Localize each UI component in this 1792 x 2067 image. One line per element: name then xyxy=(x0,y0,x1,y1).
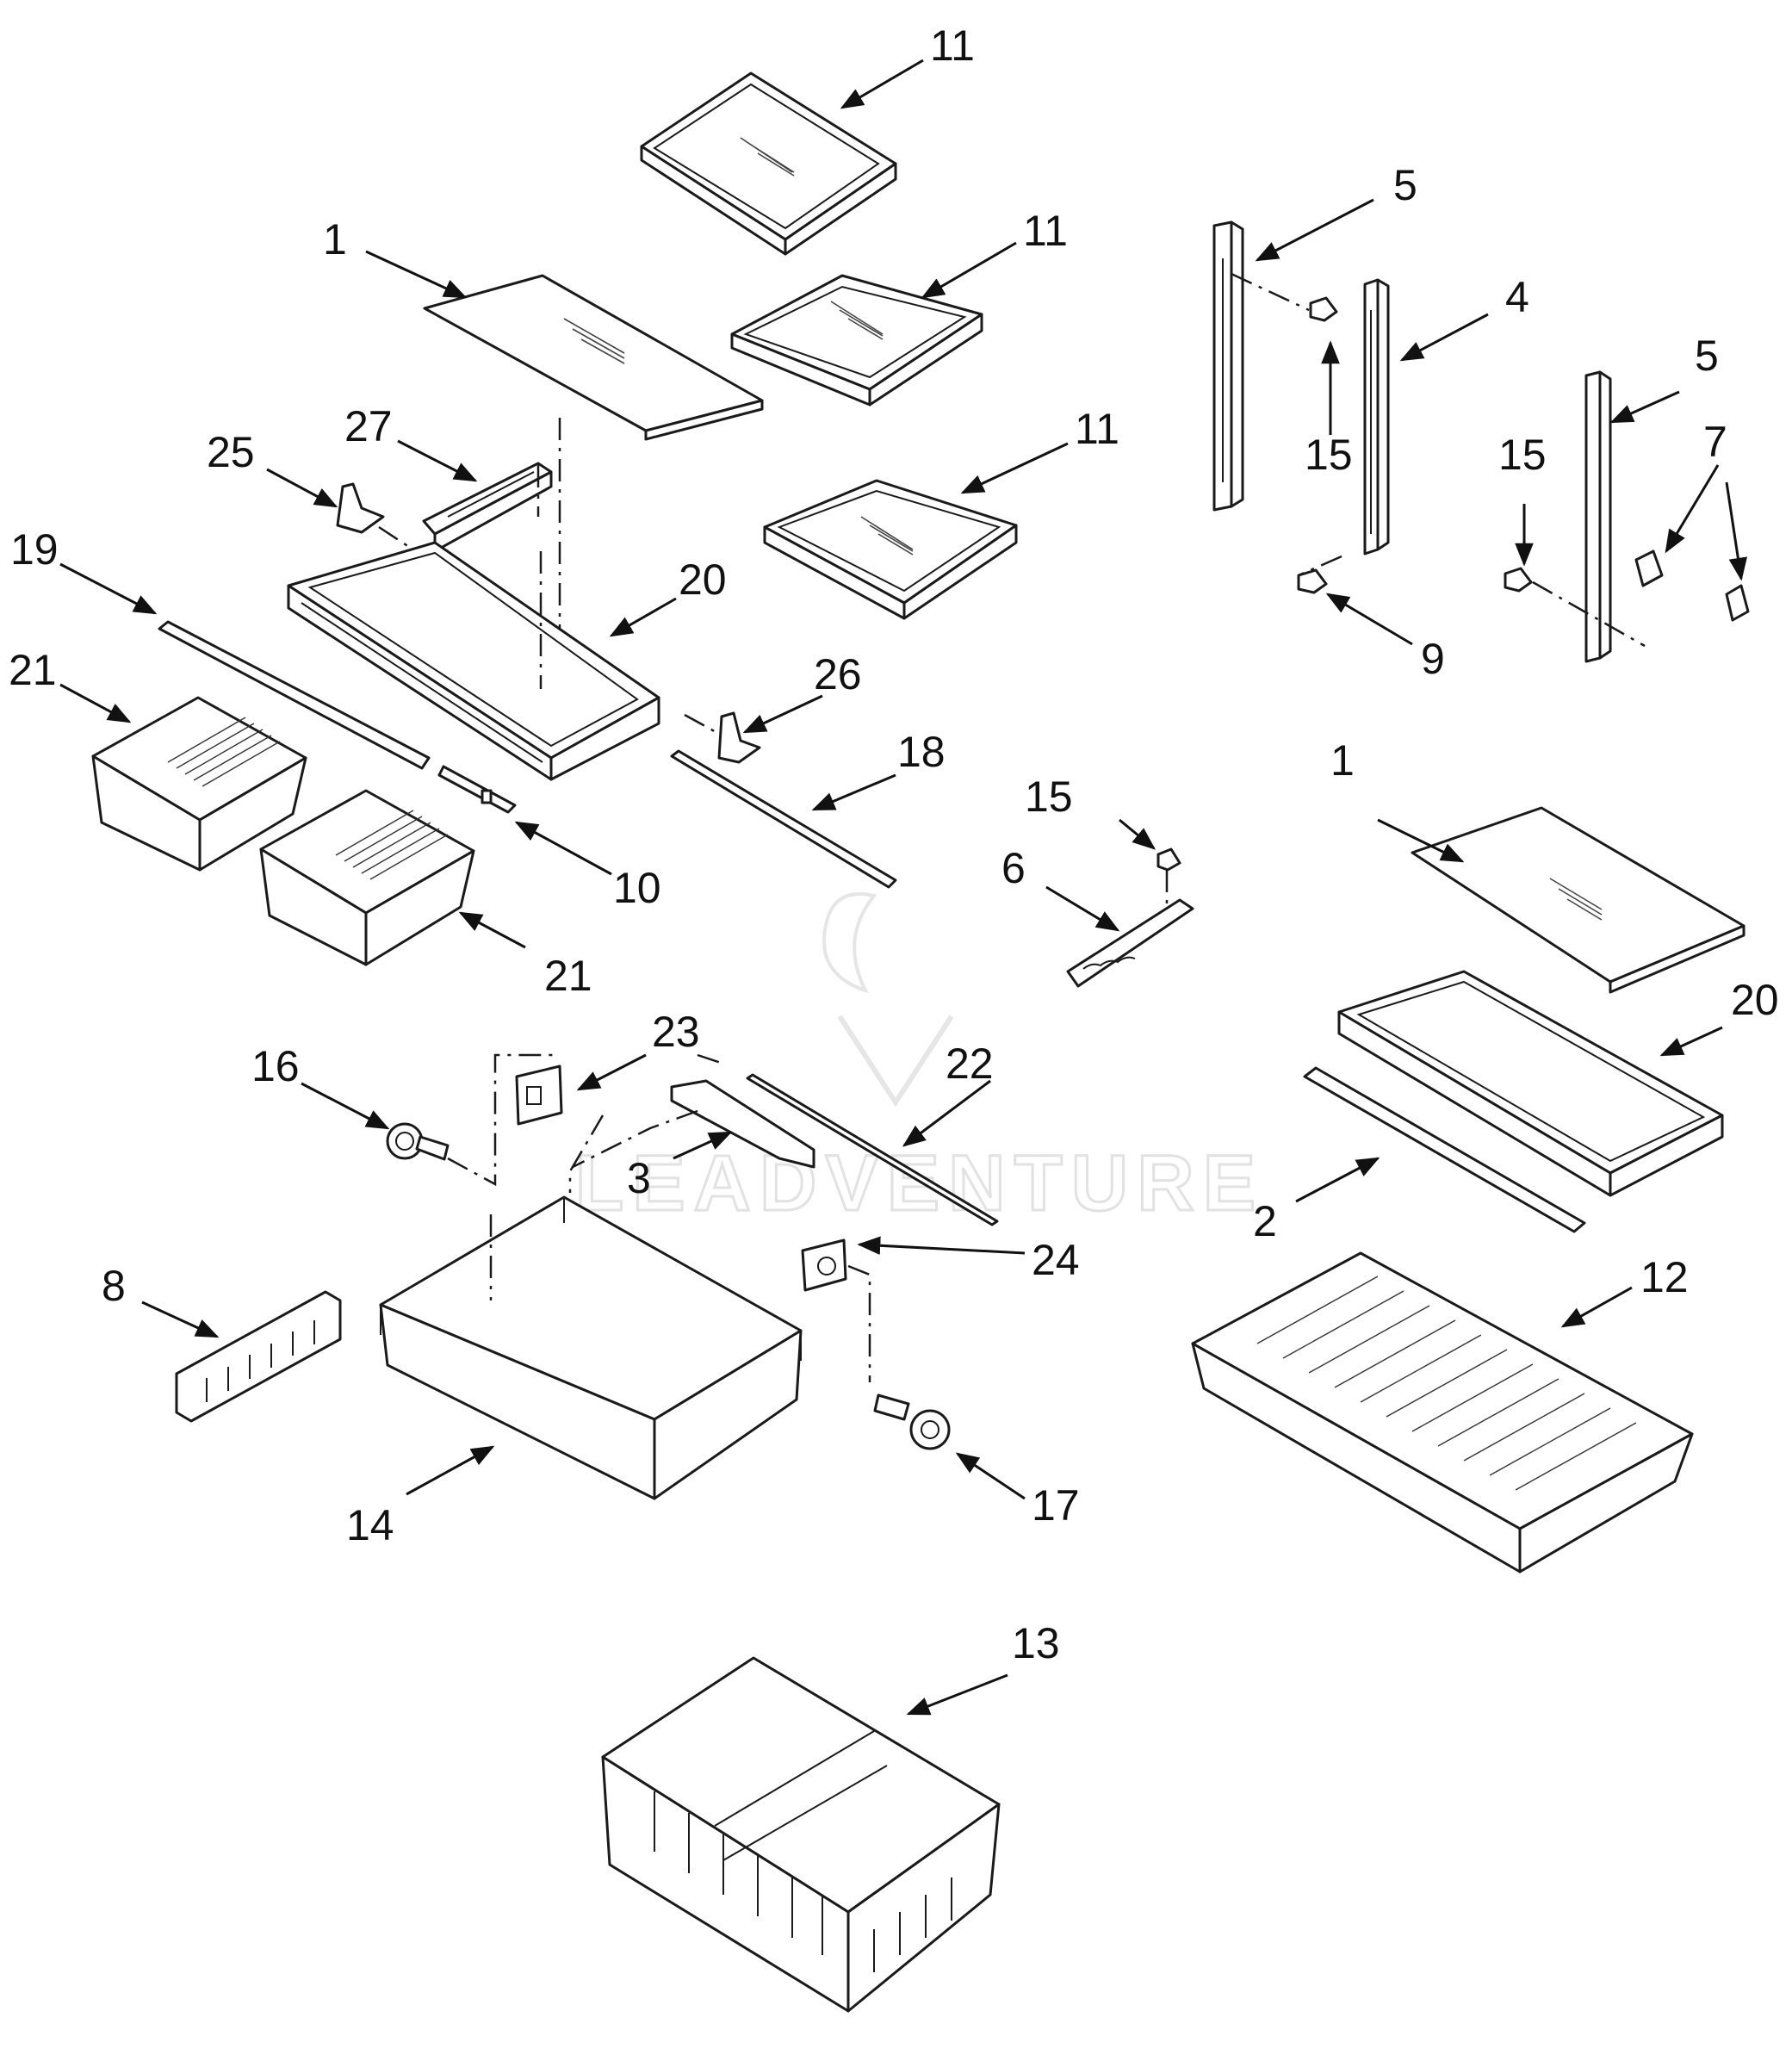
assembly-line xyxy=(1298,555,1342,577)
part-17-gear xyxy=(873,1394,951,1450)
assembly-line xyxy=(1532,580,1646,648)
callout-24: 24 xyxy=(1032,1236,1080,1284)
part-16-gear xyxy=(386,1122,450,1161)
part-2-trim xyxy=(1303,1066,1586,1233)
part-19-trim xyxy=(158,620,431,770)
part-22-rod xyxy=(746,1073,999,1226)
part-15-screw-c xyxy=(1156,847,1181,872)
callout-3: 3 xyxy=(627,1154,651,1202)
callout-22: 22 xyxy=(946,1040,994,1088)
assembly-line xyxy=(536,465,543,689)
callout-25: 25 xyxy=(207,428,255,476)
part-21-crisper-right xyxy=(259,789,475,966)
callout-2: 2 xyxy=(1253,1197,1277,1245)
assembly-line xyxy=(447,1053,724,1187)
part-1-glass-shelf-lower xyxy=(1411,806,1745,994)
callout-14: 14 xyxy=(346,1501,394,1549)
callout-4: 4 xyxy=(1505,273,1529,321)
part-14-wire-basket xyxy=(379,1195,803,1500)
callout-21: 21 xyxy=(9,646,57,694)
part-6-gasket xyxy=(1066,898,1194,988)
watermark-text: LEADVENTURE xyxy=(575,1139,1264,1227)
leader-arrows xyxy=(59,59,1748,1716)
callout-labels: 11 1 11 11 27 25 19 20 21 26 18 10 21 5 … xyxy=(9,22,1779,1667)
callout-9: 9 xyxy=(1421,635,1445,683)
part-20-shelf-frame-left xyxy=(287,541,660,781)
callout-1: 1 xyxy=(1330,736,1355,785)
callout-11: 11 xyxy=(1075,405,1119,453)
part-23-mount-left xyxy=(515,1065,563,1126)
part-27-slide xyxy=(422,462,553,553)
part-12-freezer-pan xyxy=(1191,1251,1694,1574)
assembly-line xyxy=(378,525,410,549)
part-8-divider xyxy=(175,1290,342,1423)
part-24-mount-right xyxy=(801,1238,847,1292)
part-4-rail xyxy=(1363,278,1390,556)
part-3-guide xyxy=(670,1079,815,1169)
assembly-line xyxy=(847,1264,871,1382)
callout-20: 20 xyxy=(1731,976,1779,1024)
callout-5: 5 xyxy=(1695,332,1719,380)
part-26-bracket xyxy=(717,711,761,764)
callout-10: 10 xyxy=(613,864,661,912)
part-18-trim xyxy=(670,749,897,889)
callout-12: 12 xyxy=(1640,1253,1689,1301)
callout-1: 1 xyxy=(323,215,347,264)
part-15-screw-b xyxy=(1504,567,1533,593)
assembly-line xyxy=(1231,272,1310,312)
callout-13: 13 xyxy=(1012,1619,1060,1667)
callout-11: 11 xyxy=(1023,207,1068,255)
part-21-crisper-left xyxy=(91,696,307,872)
callout-23: 23 xyxy=(652,1008,700,1056)
callout-7: 7 xyxy=(1703,418,1727,466)
part-25-bracket xyxy=(336,482,385,534)
part-7-clip-b xyxy=(1725,584,1750,622)
part-9-screw xyxy=(1297,568,1328,594)
part-11-shelf-lower xyxy=(763,479,1018,620)
part-11-shelf-middle xyxy=(730,274,983,407)
callout-8: 8 xyxy=(102,1262,126,1310)
part-1-glass-shelf-upper xyxy=(423,274,764,441)
part-10-clip xyxy=(437,765,517,814)
callout-18: 18 xyxy=(897,728,946,776)
callout-15: 15 xyxy=(1025,773,1073,821)
callout-26: 26 xyxy=(814,650,862,698)
callout-20: 20 xyxy=(679,556,727,604)
part-13-freezer-basket xyxy=(601,1656,1001,2013)
callout-16: 16 xyxy=(251,1042,300,1090)
part-15-screw-a xyxy=(1309,296,1338,322)
part-11-shelf-top xyxy=(640,71,897,256)
assembly-line xyxy=(568,1109,698,1193)
callout-15: 15 xyxy=(1498,431,1547,479)
callout-27: 27 xyxy=(344,402,393,450)
callout-19: 19 xyxy=(10,525,59,574)
callout-6: 6 xyxy=(1001,844,1026,892)
part-5-rail-right xyxy=(1584,370,1612,663)
part-5-rail-left xyxy=(1212,220,1244,512)
callout-15: 15 xyxy=(1305,431,1353,479)
callout-21: 21 xyxy=(544,952,592,1000)
assembly-line xyxy=(684,713,720,736)
callout-11: 11 xyxy=(930,22,975,70)
part-7-clip-a xyxy=(1634,549,1664,587)
callout-5: 5 xyxy=(1393,161,1417,209)
part-20-shelf-frame-right xyxy=(1337,970,1724,1197)
callout-17: 17 xyxy=(1032,1481,1080,1530)
